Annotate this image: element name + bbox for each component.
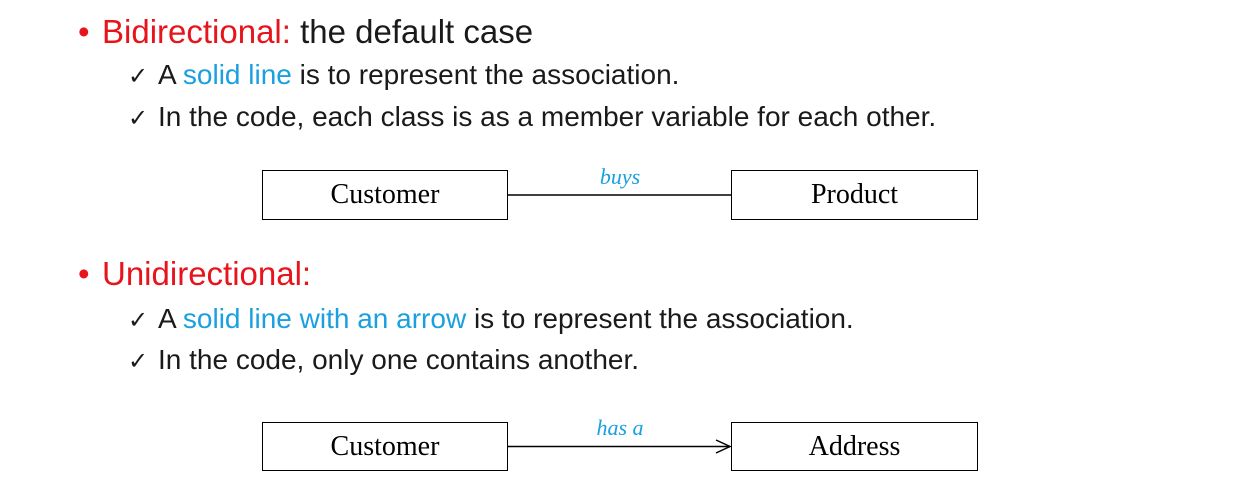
unidirectional-point-1: ✓ A solid line with an arrow is to repres… xyxy=(128,302,854,337)
point-highlight: solid line xyxy=(182,59,292,90)
point-suffix: is to represent the association. xyxy=(466,303,854,334)
point-highlight: solid line with an arrow xyxy=(182,303,467,334)
unidirectional-heading-highlight: Unidirectional: xyxy=(102,255,312,292)
bidirectional-heading: • Bidirectional: the default case xyxy=(78,12,533,52)
check-icon: ✓ xyxy=(128,62,149,90)
unidirectional-heading: • Unidirectional: xyxy=(78,254,311,294)
bidirectional-heading-highlight: Bidirectional: xyxy=(102,13,291,50)
point-suffix: is to represent the association. xyxy=(291,59,680,90)
point-text: In the code, each class is as a member v… xyxy=(158,101,937,132)
directed-association-arrow xyxy=(508,439,732,454)
address-class-box: Address xyxy=(731,422,978,471)
bidirectional-heading-rest: the default case xyxy=(290,13,534,50)
product-class-box: Product xyxy=(731,170,978,220)
point-prefix: A xyxy=(158,303,183,334)
unidirectional-point-2: ✓ In the code, only one contains another. xyxy=(128,343,639,378)
bullet-icon: • xyxy=(78,255,90,292)
association-label: has a xyxy=(596,415,644,440)
customer-class-box: Customer xyxy=(262,170,508,220)
check-icon: ✓ xyxy=(128,306,149,334)
association-line xyxy=(508,194,732,196)
point-prefix: A xyxy=(158,59,183,90)
bidirectional-point-2: ✓ In the code, each class is as a member … xyxy=(128,100,936,135)
check-icon: ✓ xyxy=(128,347,149,375)
bidirectional-point-1: ✓ A solid line is to represent the associ… xyxy=(128,58,679,93)
customer-class-box: Customer xyxy=(262,422,508,471)
class-name: Product xyxy=(810,179,899,210)
association-label: buys xyxy=(599,164,641,189)
class-name: Address xyxy=(808,430,901,462)
class-name: Customer xyxy=(330,430,440,462)
point-text: In the code, only one contains another. xyxy=(158,344,640,375)
check-icon: ✓ xyxy=(128,104,149,132)
bullet-icon: • xyxy=(78,13,90,50)
class-name: Customer xyxy=(330,179,440,210)
